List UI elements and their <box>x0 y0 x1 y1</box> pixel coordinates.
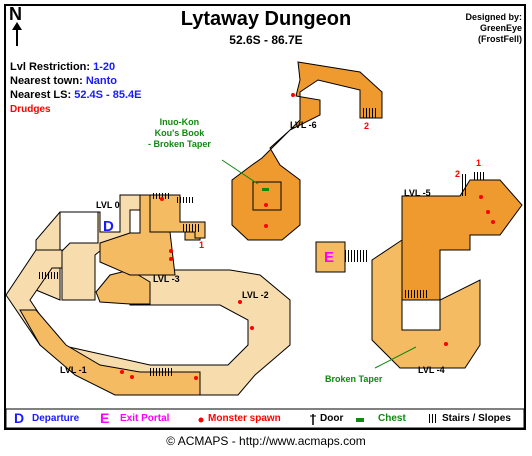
stairs-2 <box>183 224 201 232</box>
nearest-town: Nearest town: Nanto <box>10 75 117 87</box>
spawn-legend-icon <box>198 417 204 423</box>
legend-exit-letter: E <box>100 410 110 426</box>
lvl-restriction: Lvl Restriction: 1-20 <box>10 61 115 73</box>
designer-line-3: (FrostFell) <box>478 34 522 44</box>
stairs-6 <box>472 172 486 180</box>
stairs-number-2b: 2 <box>455 169 461 179</box>
level-6-area <box>231 61 383 241</box>
monster-spawns <box>120 93 495 380</box>
legend-chest-label: Chest <box>378 413 406 424</box>
map-coordinates: 52.6S - 86.7E <box>229 33 303 47</box>
book-note: Inuo-Kon Kou's Book - Broken Taper <box>148 117 211 150</box>
monster-type: Drudges <box>10 104 51 115</box>
stairs-icon <box>175 197 195 203</box>
legend-stairs-label: Stairs / Slopes <box>442 413 511 424</box>
designer-line-1: Designed by: <box>465 12 522 22</box>
level-4-label: LVL -4 <box>418 365 445 375</box>
chest-icon <box>262 188 269 191</box>
stairs-5 <box>345 250 367 262</box>
stairs-number-1a: 1 <box>199 240 205 250</box>
stairs-8 <box>362 108 376 118</box>
stairs-number-1b: 1 <box>476 158 482 168</box>
copyright-text: © ACMAPS - http://www.acmaps.com <box>166 434 366 448</box>
level-5-label: LVL -5 <box>404 188 431 198</box>
book-note-line-1: Inuo-Kon <box>159 117 200 127</box>
book-note-line-2: Kou's Book <box>154 128 205 138</box>
designer-line-2: GreenEye <box>479 23 522 33</box>
level-1-label: LVL -1 <box>60 365 87 375</box>
exit-portal-marker: E <box>324 249 335 266</box>
level-0-label: LVL 0 <box>96 200 120 210</box>
stairs-1 <box>152 193 170 199</box>
nearest-town-label: Nearest town: <box>10 75 83 87</box>
legend-spawn-label: Monster spawn <box>208 413 281 424</box>
stairs-4 <box>38 272 58 279</box>
nearest-town-value: Nanto <box>85 75 117 87</box>
north-arrowhead <box>12 22 22 30</box>
taper-note-1: - Broken Taper <box>148 139 211 149</box>
map-title: Lytaway Dungeon <box>180 8 352 30</box>
level-2-area <box>95 269 151 305</box>
nearest-ls: Nearest LS: 52.4S - 85.4E <box>10 89 141 101</box>
stairs-9 <box>404 290 428 298</box>
level-2-label: LVL -2 <box>242 290 269 300</box>
taper-note-2: Broken Taper <box>325 374 383 384</box>
stairs-3 <box>150 368 172 376</box>
level-6-label: LVL -6 <box>290 120 317 130</box>
level-3-label: LVL -3 <box>153 274 180 284</box>
book-pointer <box>221 159 259 185</box>
legend-exit-label: Exit Portal <box>120 413 170 424</box>
departure-marker: D <box>103 218 114 235</box>
nearest-ls-label: Nearest LS: <box>10 89 72 101</box>
taper-pointer <box>374 346 417 369</box>
designer-credit: Designed by: GreenEye (FrostFell) <box>465 12 522 45</box>
exit-entry-room <box>315 241 346 273</box>
compass-label: N <box>9 4 22 24</box>
legend-box <box>5 408 525 429</box>
lvl-restriction-label: Lvl Restriction: <box>10 61 91 73</box>
legend-door-label: Door <box>320 413 344 424</box>
nearest-ls-value: 52.4S - 85.4E <box>74 89 142 101</box>
stairs-7 <box>460 174 468 196</box>
level-2-lower <box>19 309 201 396</box>
level-5-area <box>401 179 523 301</box>
legend-departure-label: Departure <box>32 413 80 424</box>
chest-room <box>252 181 282 211</box>
chest-legend-icon <box>356 418 364 422</box>
level-4-area <box>371 239 481 369</box>
stairs-number-2a: 2 <box>364 121 370 131</box>
stairs-legend-icon <box>428 414 438 423</box>
lvl-restriction-value: 1-20 <box>93 61 116 73</box>
legend-departure-letter: D <box>14 410 25 426</box>
